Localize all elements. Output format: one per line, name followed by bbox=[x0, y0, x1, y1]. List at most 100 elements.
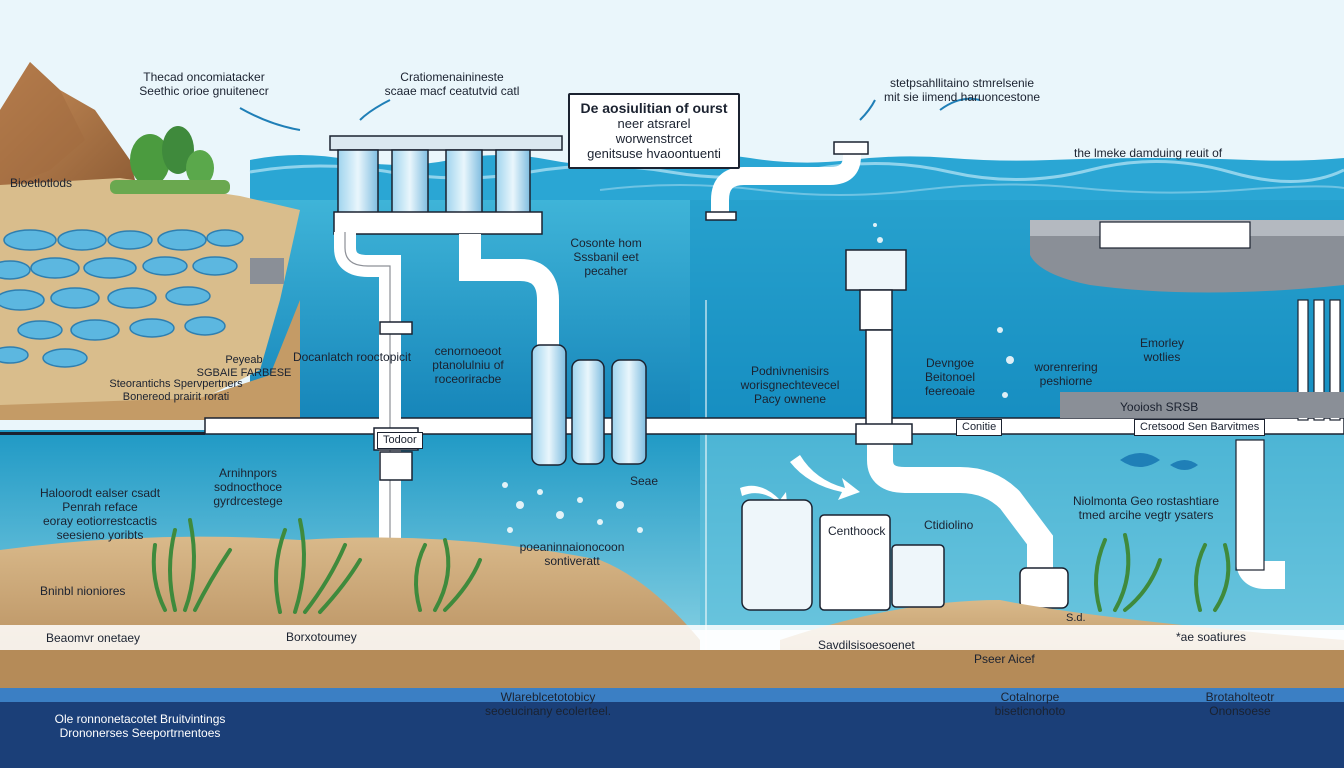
label-pipe: Borxotoumey bbox=[286, 630, 357, 644]
pump-icon-cluster bbox=[741, 499, 945, 611]
label-pond-note-line-2: SGBAIE FARBESE bbox=[196, 367, 292, 379]
label-top-center: Cratiomenainineste scaae macf ceatutvid … bbox=[385, 70, 520, 98]
label-top-right-line-2: mit sie iimend haruoncestone bbox=[883, 90, 1041, 104]
label-seagrass: Arnihnpors sodnocthoce gyrdrcestege bbox=[213, 466, 282, 508]
platform-legs bbox=[1297, 299, 1341, 421]
fish-pond-icon bbox=[0, 229, 244, 368]
pipe-icon-intake bbox=[711, 146, 861, 215]
callout-title: De aosiulitian of ourst bbox=[580, 100, 728, 116]
pipe-icon-vertical-right bbox=[1236, 440, 1285, 589]
pump-shaft bbox=[865, 329, 893, 426]
label-habitat: Haloorodt ealser csadt Penrah reface eor… bbox=[40, 486, 160, 542]
platform-tank-base bbox=[1060, 392, 1344, 418]
sea-surface-wave-light-2 bbox=[599, 183, 1344, 196]
label-pond-note-line-1: Peyeab bbox=[225, 354, 263, 366]
label-top-center-line-2: scaae macf ceatutvid catl bbox=[384, 84, 520, 98]
outfall-diffuser bbox=[1019, 567, 1069, 609]
valve-body bbox=[379, 451, 413, 481]
label-seawater: Niolmonta Geo rostashtiare tmed arcihe v… bbox=[1073, 494, 1219, 522]
label-pond-note-2-line-2: Bonereod prairit rorati bbox=[122, 391, 230, 403]
label-seagrass-line-1: Arnihnpors bbox=[218, 466, 278, 480]
label-filter: cenornoeoot ptanolulniu of roceoriracbe bbox=[432, 344, 503, 386]
seabed-floor bbox=[0, 650, 1344, 690]
pipe-icon-seabed bbox=[0, 625, 1344, 651]
caption-center: Wlareblcetotobicy seoeucinany ecolerteel… bbox=[485, 690, 611, 718]
label-shore: Bioetlotlods bbox=[10, 176, 73, 190]
platform-building bbox=[1099, 221, 1251, 249]
label-diffuser-line-2: Beitonoel bbox=[924, 370, 976, 384]
caption-far-right: Brotaholteotr Ononsoese bbox=[1206, 690, 1275, 718]
label-energy: Emorley wotlies bbox=[1140, 336, 1184, 364]
label-benthic: Bninbl nioniores bbox=[40, 584, 126, 598]
caption-center-line-1: Wlareblcetotobicy bbox=[500, 690, 596, 704]
tree-icon bbox=[110, 126, 230, 194]
label-bubbles-line-2: sontiveratt bbox=[544, 554, 600, 568]
caption-center-line-2: seoeucinany ecolerteel. bbox=[484, 704, 612, 718]
label-cam-tag: S.d. bbox=[1066, 612, 1086, 624]
filter-cylinder-icon bbox=[531, 344, 647, 466]
caption-left-line-2: Drononerses Seeportrnentoes bbox=[59, 726, 221, 740]
label-seagrass-line-2: sodnocthoce bbox=[213, 480, 283, 494]
label-seagrass-line-3: gyrdrcestege bbox=[213, 494, 283, 508]
bottom-band-light bbox=[0, 688, 1344, 702]
vertical-tank-outline bbox=[1235, 439, 1265, 571]
label-tank-tag: Seae bbox=[630, 474, 659, 488]
pipe-icon-left-line bbox=[0, 432, 205, 435]
label-connection: Conitie bbox=[956, 419, 1003, 436]
label-right-tag: the lmeke damduing reuit of bbox=[1074, 146, 1223, 160]
pipe-icon-outfall bbox=[867, 440, 1053, 570]
label-dock: Docanlatch rooctopicit bbox=[292, 350, 412, 364]
label-top-right: stetpsahllitaino stmrelsenie mit sie iim… bbox=[884, 76, 1040, 104]
label-top-right-line-1: stetpsahllitaino stmrelsenie bbox=[889, 76, 1035, 90]
label-energy-line-1: Emorley bbox=[1139, 336, 1185, 350]
caption-right: Cotalnorpe biseticnohoto bbox=[995, 690, 1066, 718]
pipe-icon-right-down bbox=[459, 234, 559, 460]
intake-cap bbox=[833, 141, 869, 155]
label-top-left: Thecad oncomiatacker Seethic orioe gnuit… bbox=[139, 70, 268, 98]
caption-left-line-1: Ole ronnonetacotet Bruitvintings bbox=[54, 712, 226, 726]
label-platform-line-2: Sssbanil eet bbox=[573, 250, 639, 264]
mountain-shadow bbox=[0, 62, 85, 190]
label-outfall-line-2: worisgnechtevecel bbox=[740, 378, 840, 392]
caption-far-right-line-2: Ononsoese bbox=[1209, 704, 1271, 718]
label-ocean-tank: Cretsood Sen Barvitmes bbox=[1134, 419, 1266, 436]
label-filter-line-2: ptanolulniu of bbox=[432, 358, 504, 372]
intake-base bbox=[705, 211, 737, 221]
label-valve: Todoor bbox=[377, 432, 423, 449]
pipe-flange bbox=[379, 321, 413, 335]
caption-right-line-2: biseticnohoto bbox=[994, 704, 1066, 718]
pond-shed bbox=[250, 258, 284, 284]
label-energy-line-2: wotlies bbox=[1143, 350, 1181, 364]
label-anemone: Ctidiolino bbox=[924, 518, 974, 532]
label-filter-line-1: cenornoeoot bbox=[434, 344, 502, 358]
label-sediment: Savdilsisoesoenet bbox=[818, 638, 915, 652]
label-outfall-line-1: Podnivnenisirs bbox=[750, 364, 830, 378]
fish-icon bbox=[1120, 453, 1198, 470]
callout-line-2: neer atsrarel worwenstrcet bbox=[615, 116, 693, 146]
leader-lines bbox=[239, 97, 981, 131]
label-platform: Cosonte hom Sssbanil eet pecaher bbox=[570, 236, 641, 278]
label-left-base: Beaomvr onetaey bbox=[46, 631, 141, 645]
label-diffuser-line-1: Devngoe bbox=[925, 356, 975, 370]
label-river-note: Pseer Aicef bbox=[974, 652, 1035, 666]
label-diffuser: Devngoe Beitonoel feereoaie bbox=[925, 356, 975, 398]
label-bubbles-line-1: poeaninnaionocoon bbox=[519, 540, 625, 554]
label-platform-tag: Yooiosh SRSB bbox=[1120, 400, 1199, 414]
label-monitor-line-1: worenrering bbox=[1034, 360, 1098, 374]
label-pond-note-2-line-1: Steorantichs Spervpertners bbox=[109, 378, 243, 390]
label-habitat-line-2: Penrah reface bbox=[62, 500, 138, 514]
label-filter-line-3: roceoriracbe bbox=[434, 372, 502, 386]
pump-icon bbox=[845, 249, 907, 291]
label-top-left-line-1: Thecad oncomiatacker bbox=[143, 70, 265, 84]
caption-far-right-line-1: Brotaholteotr bbox=[1205, 690, 1275, 704]
label-pond-note: Peyeab SGBAIE FARBESE bbox=[197, 354, 292, 380]
label-diffuser-line-3: feereoaie bbox=[924, 384, 976, 398]
callout-box: De aosiulitian of ourst neer atsrarel wo… bbox=[568, 93, 740, 169]
label-habitat-line-4: seesieno yoribts bbox=[56, 528, 144, 542]
label-can: Centhoock bbox=[828, 524, 886, 538]
label-top-left-line-2: Seethic orioe gnuitenecr bbox=[139, 84, 269, 98]
tank-icon bbox=[329, 135, 563, 235]
label-monitor: worenrering peshiorne bbox=[1034, 360, 1097, 388]
